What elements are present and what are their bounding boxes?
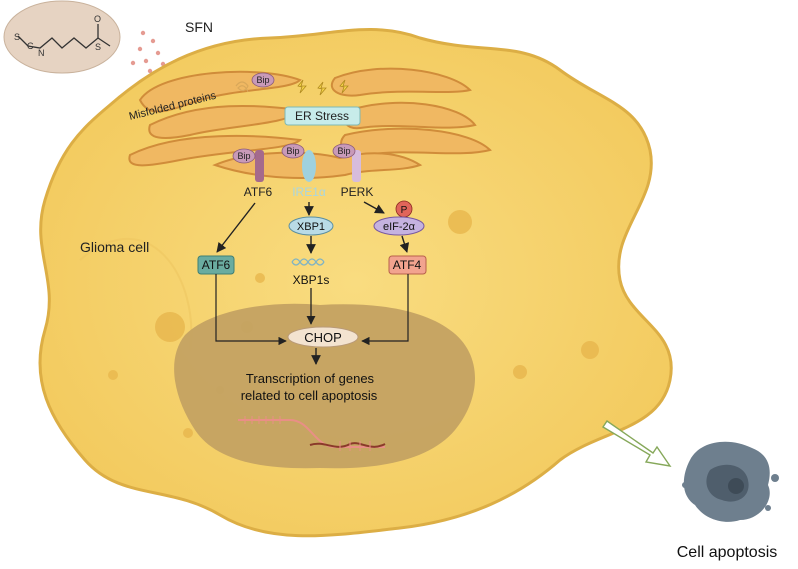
nucleus [174,303,475,469]
bip-top-label: Bip [256,75,269,85]
apoptotic-cell-icon [682,441,779,522]
eif2a-node [373,216,425,236]
atom-o: O [94,14,101,24]
sfn-molecule: S C N S O [3,0,121,74]
chop-label: CHOP [304,330,342,345]
phospho-label: P [401,205,408,216]
atf6-sensor [255,150,264,182]
sfn-label: SFN [185,19,213,35]
arrow-atf6-to-box [216,202,256,253]
atf6-box-label: ATF6 [202,258,231,272]
arrow-atf6-to-chop [215,274,287,346]
atom-c: C [27,41,34,51]
cell-apoptosis-label: Cell apoptosis [677,544,778,561]
er-stress-label: ER Stress [295,109,349,123]
bip-perk-label: Bip [337,146,350,156]
bip-ire1 [281,143,305,159]
transcription-line1: Transcription of genes [246,371,375,386]
xbp1s-label: XBP1s [293,273,330,287]
dna-strand [238,416,386,451]
xbp1-node [288,216,334,236]
sfn-particles [130,30,166,74]
xbp1-label: XBP1 [297,221,325,233]
stress-bolts [297,79,349,96]
xbp1s-mrna [291,258,325,266]
bip-atf6 [232,148,256,164]
arrow-atf4-to-chop [361,274,409,346]
apoptosis-arrow [602,420,672,467]
bip-ire1-label: Bip [286,146,299,156]
ire1-sensor [302,150,316,182]
chop-node [287,326,359,348]
bip-atf6-label: Bip [237,151,250,161]
misfolded-protein-tangle [235,81,249,93]
atom-n: N [38,48,45,58]
er-stress-box [284,106,361,126]
arrow-perk-to-eif2a [363,201,385,214]
bip-top [251,72,275,88]
atf6-sensor-label: ATF6 [244,185,273,199]
transcription-line2: related to cell apoptosis [241,388,378,403]
atom-s2: S [95,42,101,52]
perk-sensor [352,150,361,182]
atom-s1: S [14,32,20,42]
perk-sensor-label: PERK [341,185,374,199]
eif2a-label: eIF-2α [383,221,416,233]
ire1-sensor-label: IRE1α [292,185,326,199]
glioma-cell-label: Glioma cell [80,239,149,255]
bip-perk [332,143,356,159]
atf4-box-label: ATF4 [393,258,422,272]
arrow-eif2a-to-atf4 [399,235,410,253]
